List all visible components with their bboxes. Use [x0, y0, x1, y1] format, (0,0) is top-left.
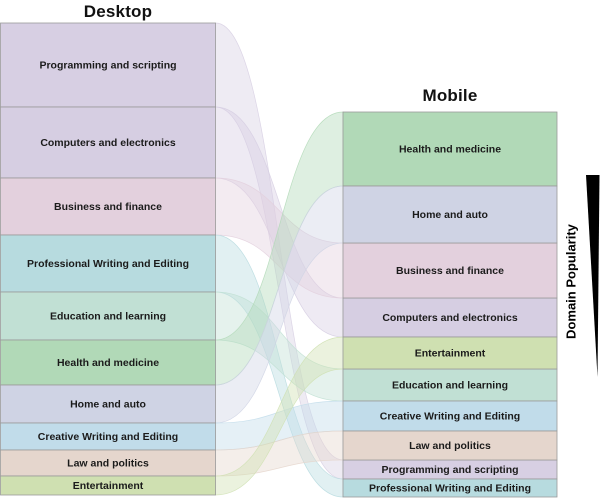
- mobile-node-label-professional-writing-and-editing: Professional Writing and Editing: [369, 483, 531, 495]
- mobile-node-computers-and-electronics: [342, 297, 558, 338]
- mobile-node-health-and-medicine: [342, 111, 558, 187]
- desktop-node-label-law-and-politics: Law and politics: [67, 458, 149, 470]
- desktop-node-education-and-learning: [0, 291, 216, 341]
- desktop-node-label-business-and-finance: Business and finance: [54, 201, 162, 213]
- mobile-node-label-education-and-learning: Education and learning: [392, 380, 508, 392]
- mobile-node-home-and-auto: [342, 185, 558, 244]
- mobile-node-label-computers-and-electronics: Computers and electronics: [382, 312, 518, 324]
- domain-popularity-axis-label: Domain Popularity: [563, 224, 579, 339]
- desktop-column-title: Desktop: [83, 2, 153, 21]
- desktop-node-label-entertainment: Entertainment: [73, 480, 144, 492]
- desktop-node-home-and-auto: [0, 384, 216, 424]
- desktop-node-label-programming-and-scripting: Programming and scripting: [39, 60, 176, 72]
- desktop-node-health-and-medicine: [0, 339, 216, 386]
- popularity-gradient-wedge-icon: [586, 175, 600, 377]
- mobile-node-entertainment: [342, 336, 558, 370]
- mobile-node-label-law-and-politics: Law and politics: [409, 440, 491, 452]
- flow-ribbons: [215, 22, 344, 498]
- mobile-node-professional-writing-and-editing: [342, 478, 558, 498]
- mobile-node-education-and-learning: [342, 368, 558, 402]
- mobile-node-creative-writing-and-editing: [342, 400, 558, 432]
- mobile-node-law-and-politics: [342, 430, 558, 461]
- desktop-node-label-creative-writing-and-editing: Creative Writing and Editing: [38, 431, 178, 443]
- desktop-node-label-education-and-learning: Education and learning: [50, 311, 166, 323]
- desktop-node-label-professional-writing-and-editing: Professional Writing and Editing: [27, 258, 189, 270]
- desktop-node-entertainment: [0, 475, 216, 496]
- category-nodes: [0, 22, 558, 498]
- mobile-node-label-business-and-finance: Business and finance: [396, 265, 504, 277]
- desktop-node-label-home-and-auto: Home and auto: [70, 399, 146, 411]
- desktop-node-label-computers-and-electronics: Computers and electronics: [40, 137, 176, 149]
- mobile-node-label-home-and-auto: Home and auto: [412, 209, 488, 221]
- mobile-node-label-programming-and-scripting: Programming and scripting: [381, 464, 518, 476]
- mobile-node-label-health-and-medicine: Health and medicine: [399, 144, 501, 156]
- desktop-node-creative-writing-and-editing: [0, 422, 216, 451]
- desktop-node-law-and-politics: [0, 449, 216, 477]
- mobile-column-title: Mobile: [422, 86, 478, 105]
- desktop-node-label-health-and-medicine: Health and medicine: [57, 357, 159, 369]
- mobile-node-label-creative-writing-and-editing: Creative Writing and Editing: [380, 411, 520, 423]
- mobile-node-business-and-finance: [342, 242, 558, 299]
- desktop-node-professional-writing-and-editing: [0, 234, 216, 293]
- mobile-node-label-entertainment: Entertainment: [415, 348, 486, 360]
